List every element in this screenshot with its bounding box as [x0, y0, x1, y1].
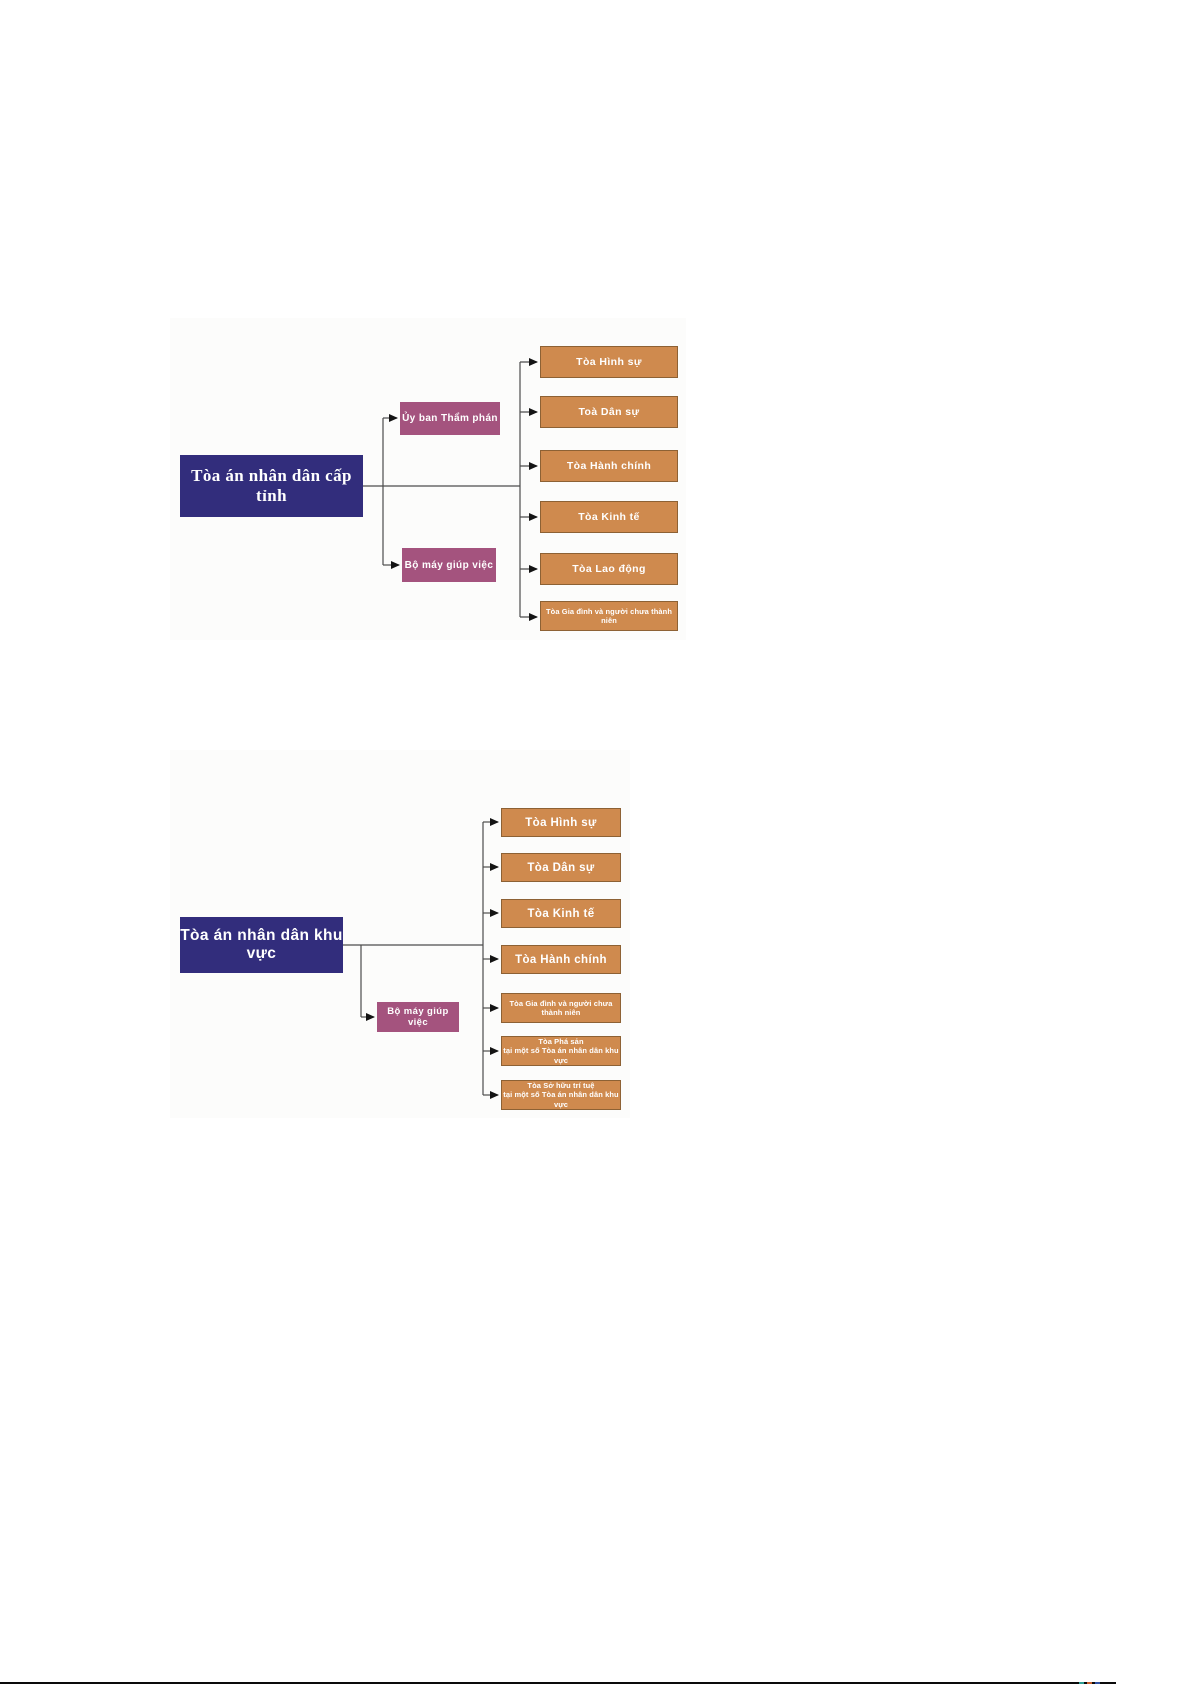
- page-bottom-edge-dash-teal: [1079, 1682, 1084, 1684]
- provincial-labor-court-node: Tòa Lao động: [540, 553, 678, 585]
- regional-family-juvenile-court-node: Tòa Gia đình và người chưa thành niên: [501, 993, 621, 1023]
- page-bottom-edge-dash-blue: [1095, 1682, 1100, 1684]
- page-bottom-edge: [0, 1682, 1116, 1684]
- provincial-administrative-court-node: Tòa Hành chính: [540, 450, 678, 482]
- provincial-economic-court-node: Tòa Kinh tế: [540, 501, 678, 533]
- regional-criminal-court-node: Tòa Hình sự: [501, 808, 621, 837]
- node-sublabel: tại một số Tòa án nhân dân khu vực: [503, 1090, 619, 1109]
- provincial-family-juvenile-court-node: Tòa Gia đình và người chưa thành niên: [540, 601, 678, 631]
- regional-administrative-court-node: Tòa Hành chính: [501, 945, 621, 974]
- regional-support-apparatus-node: Bộ máy giúp việc: [377, 1002, 459, 1032]
- provincial-judges-committee-node: Ủy ban Thẩm phán: [400, 402, 500, 435]
- provincial-support-apparatus-node: Bộ máy giúp việc: [402, 548, 496, 582]
- regional-economic-court-node: Tòa Kinh tế: [501, 899, 621, 928]
- page-bottom-edge-dash-orange: [1087, 1682, 1092, 1684]
- regional-bankruptcy-court-node: Tòa Phá sản tại một số Tòa án nhân dân k…: [501, 1036, 621, 1066]
- regional-civil-court-node: Tòa Dân sự: [501, 853, 621, 882]
- regional-ip-court-node: Tòa Sở hữu trí tuệ tại một số Tòa án nhâ…: [501, 1080, 621, 1110]
- node-label: Tòa Phá sản: [538, 1036, 584, 1046]
- node-sublabel: tại một số Tòa án nhân dân khu vực: [503, 1046, 619, 1065]
- regional-root-node: Tòa án nhân dân khu vực: [180, 917, 343, 973]
- provincial-criminal-court-node: Tòa Hình sự: [540, 346, 678, 378]
- provincial-civil-court-node: Toà Dân sự: [540, 396, 678, 428]
- node-label: Tòa Sở hữu trí tuệ: [527, 1080, 595, 1090]
- provincial-root-node: Tòa án nhân dân cấp tỉnh: [180, 455, 363, 517]
